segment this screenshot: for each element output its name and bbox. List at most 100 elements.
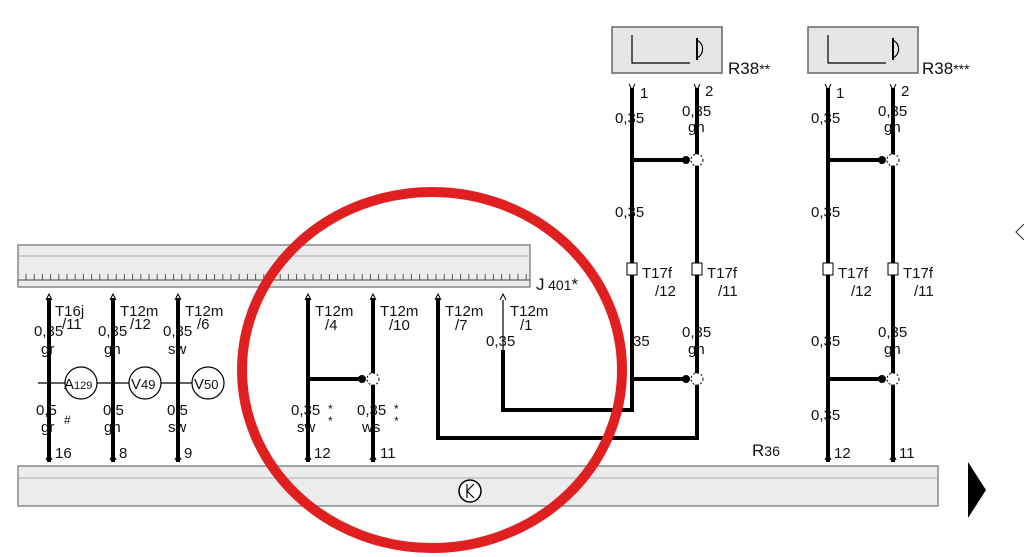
device-label: V50 <box>194 376 218 393</box>
svg-text:gn: gn <box>884 119 901 136</box>
terminal-arrow-icon <box>824 452 832 461</box>
device-a129 <box>64 366 98 400</box>
sensor-left-wires: 0,35 0,35 gn 0,35 T17f /12 T17f /11 35 0… <box>615 88 738 440</box>
svg-text:T12m: T12m <box>380 303 418 320</box>
svg-text:8: 8 <box>119 445 127 462</box>
next-page-arrow-icon[interactable] <box>968 462 986 518</box>
sensor-left-label: R38** <box>728 59 771 78</box>
left-wires: A129 V49 V50 <box>38 298 225 462</box>
svg-text:0,5: 0,5 <box>167 402 188 419</box>
svg-text:/10: /10 <box>389 317 410 334</box>
svg-text:0,35: 0,35 <box>163 323 192 340</box>
svg-text:0,5: 0,5 <box>103 402 124 419</box>
svg-text:*: * <box>328 414 333 428</box>
svg-text:gn: gn <box>688 341 705 358</box>
svg-text:/11: /11 <box>62 316 82 333</box>
svg-text:0,35: 0,35 <box>811 333 840 350</box>
terminal-arrow-icon <box>304 452 312 461</box>
terminal-arrow-icon <box>434 292 442 301</box>
terminal-arrow-icon <box>499 292 507 301</box>
svg-text:0,35: 0,35 <box>878 324 907 341</box>
svg-text:*: * <box>394 402 399 416</box>
svg-text:0,35: 0,35 <box>878 103 907 120</box>
terminal-arrows <box>45 83 897 461</box>
svg-text:0,35: 0,35 <box>615 204 644 221</box>
svg-text:0,35: 0,35 <box>291 402 320 419</box>
svg-text:0,5: 0,5 <box>36 402 57 419</box>
device-label: A129 <box>64 376 92 393</box>
svg-text:0,35: 0,35 <box>811 110 840 127</box>
svg-text:11: 11 <box>899 445 915 462</box>
ground-symbol-icon <box>458 479 482 503</box>
svg-text:/6: /6 <box>197 316 210 333</box>
left-lower-labels: 0,5 gr # 16 0,5 gn 8 0,5 sw 9 <box>36 402 192 462</box>
svg-text:/1: /1 <box>520 317 533 334</box>
svg-text:/12: /12 <box>130 316 151 333</box>
svg-text:gn: gn <box>104 341 121 358</box>
terminal-arrow-icon <box>693 83 701 92</box>
svg-text:0,35: 0,35 <box>357 402 386 419</box>
svg-text:sw: sw <box>168 419 187 436</box>
svg-text:T17f: T17f <box>903 265 934 282</box>
control-unit-j401: J 401* <box>17 244 578 294</box>
svg-text:gn: gn <box>688 119 705 136</box>
sensor-r38-left: R38** <box>611 26 771 78</box>
svg-text:/12: /12 <box>655 283 676 300</box>
svg-text:0,35: 0,35 <box>682 103 711 120</box>
terminal-arrow-icon <box>45 452 53 461</box>
svg-text:sw: sw <box>297 419 316 436</box>
svg-text:/11: /11 <box>718 283 738 300</box>
pin-label: 2 <box>705 83 713 100</box>
svg-text:T17f: T17f <box>642 265 673 282</box>
svg-text:T17f: T17f <box>838 265 869 282</box>
svg-text:ws: ws <box>361 419 380 436</box>
svg-text:*: * <box>394 414 399 428</box>
sensor-r38-right: R38*** <box>807 26 970 78</box>
svg-text:/11: /11 <box>914 283 934 300</box>
svg-text:gr: gr <box>41 341 54 358</box>
terminal-arrow-icon <box>889 452 897 461</box>
svg-text:gn: gn <box>104 419 121 436</box>
svg-text:0,35: 0,35 <box>615 110 644 127</box>
svg-text:T12m: T12m <box>445 303 483 320</box>
terminal-arrow-icon <box>824 83 832 92</box>
device-v49 <box>128 366 162 400</box>
j401-label: J 401* <box>536 275 578 294</box>
svg-text:#: # <box>64 413 71 427</box>
terminal-arrow-icon <box>109 292 117 301</box>
terminal-arrow-icon <box>304 292 312 301</box>
terminal-arrow-icon <box>174 292 182 301</box>
radio-r36: R36 <box>17 441 939 507</box>
svg-text:sw: sw <box>168 341 187 358</box>
device-v50 <box>191 366 225 400</box>
svg-text:gn: gn <box>884 341 901 358</box>
terminal-arrow-icon <box>45 292 53 301</box>
svg-text:0,35: 0,35 <box>811 204 840 221</box>
terminal-arrow-icon <box>889 83 897 92</box>
terminal-arrow-icon <box>369 452 377 461</box>
svg-text:T12m: T12m <box>185 303 223 320</box>
sensor-right-wires: 0,35 0,35 gn 0,35 T17f /12 T17f /11 0,35… <box>811 88 934 462</box>
svg-text:/7: /7 <box>455 317 468 334</box>
svg-text:16: 16 <box>55 445 72 462</box>
svg-text:12: 12 <box>314 445 331 462</box>
svg-text:T12m: T12m <box>120 303 158 320</box>
sensor-right-label: R38*** <box>922 59 970 78</box>
svg-text:0,35: 0,35 <box>682 324 711 341</box>
svg-text:0,35: 0,35 <box>486 333 515 350</box>
svg-text:0,35: 0,35 <box>98 323 127 340</box>
middle-wires: T12m /4 T12m /10 T12m /7 T12m /1 0,35 0,… <box>291 298 699 462</box>
svg-text:35: 35 <box>633 333 650 350</box>
pin-label: 1 <box>640 85 648 102</box>
terminal-arrow-icon <box>174 452 182 461</box>
r36-label: R36 <box>752 441 780 460</box>
pin-label: 1 <box>836 85 844 102</box>
pin-label: 2 <box>901 83 909 100</box>
terminal-arrow-icon <box>369 292 377 301</box>
svg-text:*: * <box>328 402 333 416</box>
svg-text:T17f: T17f <box>707 265 738 282</box>
svg-text:12: 12 <box>834 445 851 462</box>
left-upper-labels: T16j /11 0,35 gr T12m /12 0,35 gn T12m /… <box>34 303 223 358</box>
svg-text:0,35: 0,35 <box>34 323 63 340</box>
